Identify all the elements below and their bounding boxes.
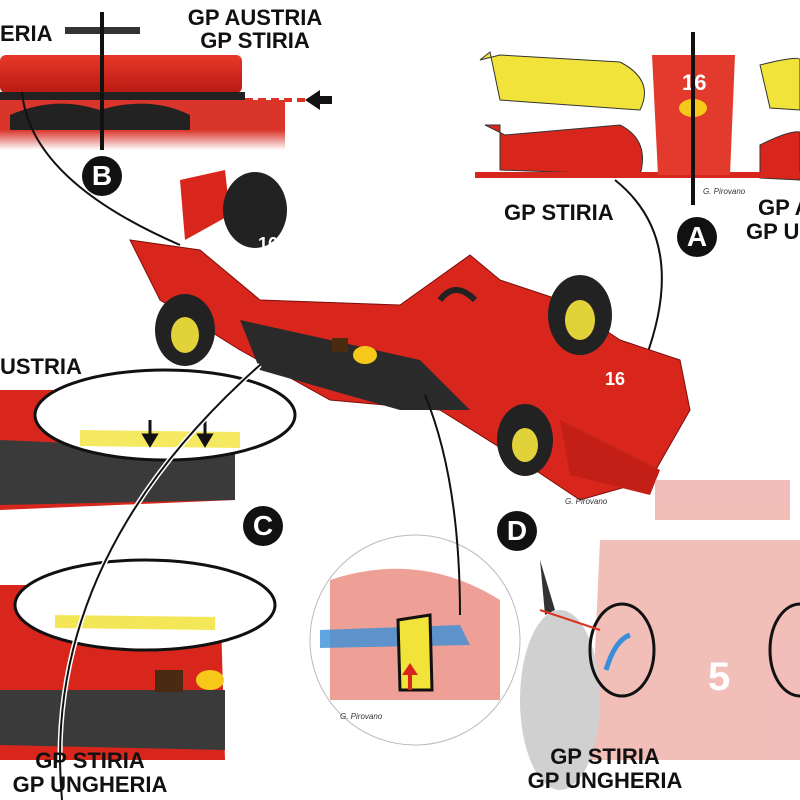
signature-detail-d: G. Pirovano (340, 712, 383, 721)
front-wing-detail: 16 (475, 32, 800, 361)
label-front-wing-gp-austria-cropped: GP A (758, 195, 800, 220)
label-front-wing-gp-stiria: GP STIRIA (504, 200, 614, 225)
label-bargeboard-gp-stiria: GP STIRIA (550, 744, 660, 769)
badge-b: B (82, 156, 122, 196)
label-bargeboard-gp-ungheria: GP UNGHERIA (527, 768, 683, 793)
signature-front-wing: G. Pirovano (703, 187, 746, 196)
badge-a: A (677, 217, 717, 257)
label-floor-gp-austria-cropped: USTRIA (0, 354, 82, 379)
svg-text:16: 16 (258, 234, 278, 254)
highlight-ellipse (588, 602, 656, 698)
label-floor-gp-ungheria: GP UNGHERIA (12, 772, 168, 797)
svg-text:16: 16 (605, 369, 625, 389)
label-rear-wing-gp-austria: GP AUSTRIA (187, 5, 323, 30)
badge-c: C (243, 506, 283, 546)
label-rear-wing-gp-stiria: GP STIRIA (200, 28, 310, 53)
rear-view-car: 5 (520, 480, 800, 790)
badge-d: D (497, 511, 537, 551)
rear-wing-detail (0, 12, 332, 246)
label-floor-gp-stiria: GP STIRIA (35, 748, 145, 773)
bargeboard-detail (309, 394, 555, 746)
label-ungheria-cropped: ERIA (0, 21, 53, 46)
svg-text:5: 5 (708, 655, 730, 699)
label-front-wing-gp-ungheria-cropped: GP U (746, 219, 800, 244)
floor-detail (0, 363, 297, 800)
signature-main-car: G. Pirovano (565, 497, 608, 506)
ferrari-sf1000-car: 16 16 (129, 170, 691, 501)
